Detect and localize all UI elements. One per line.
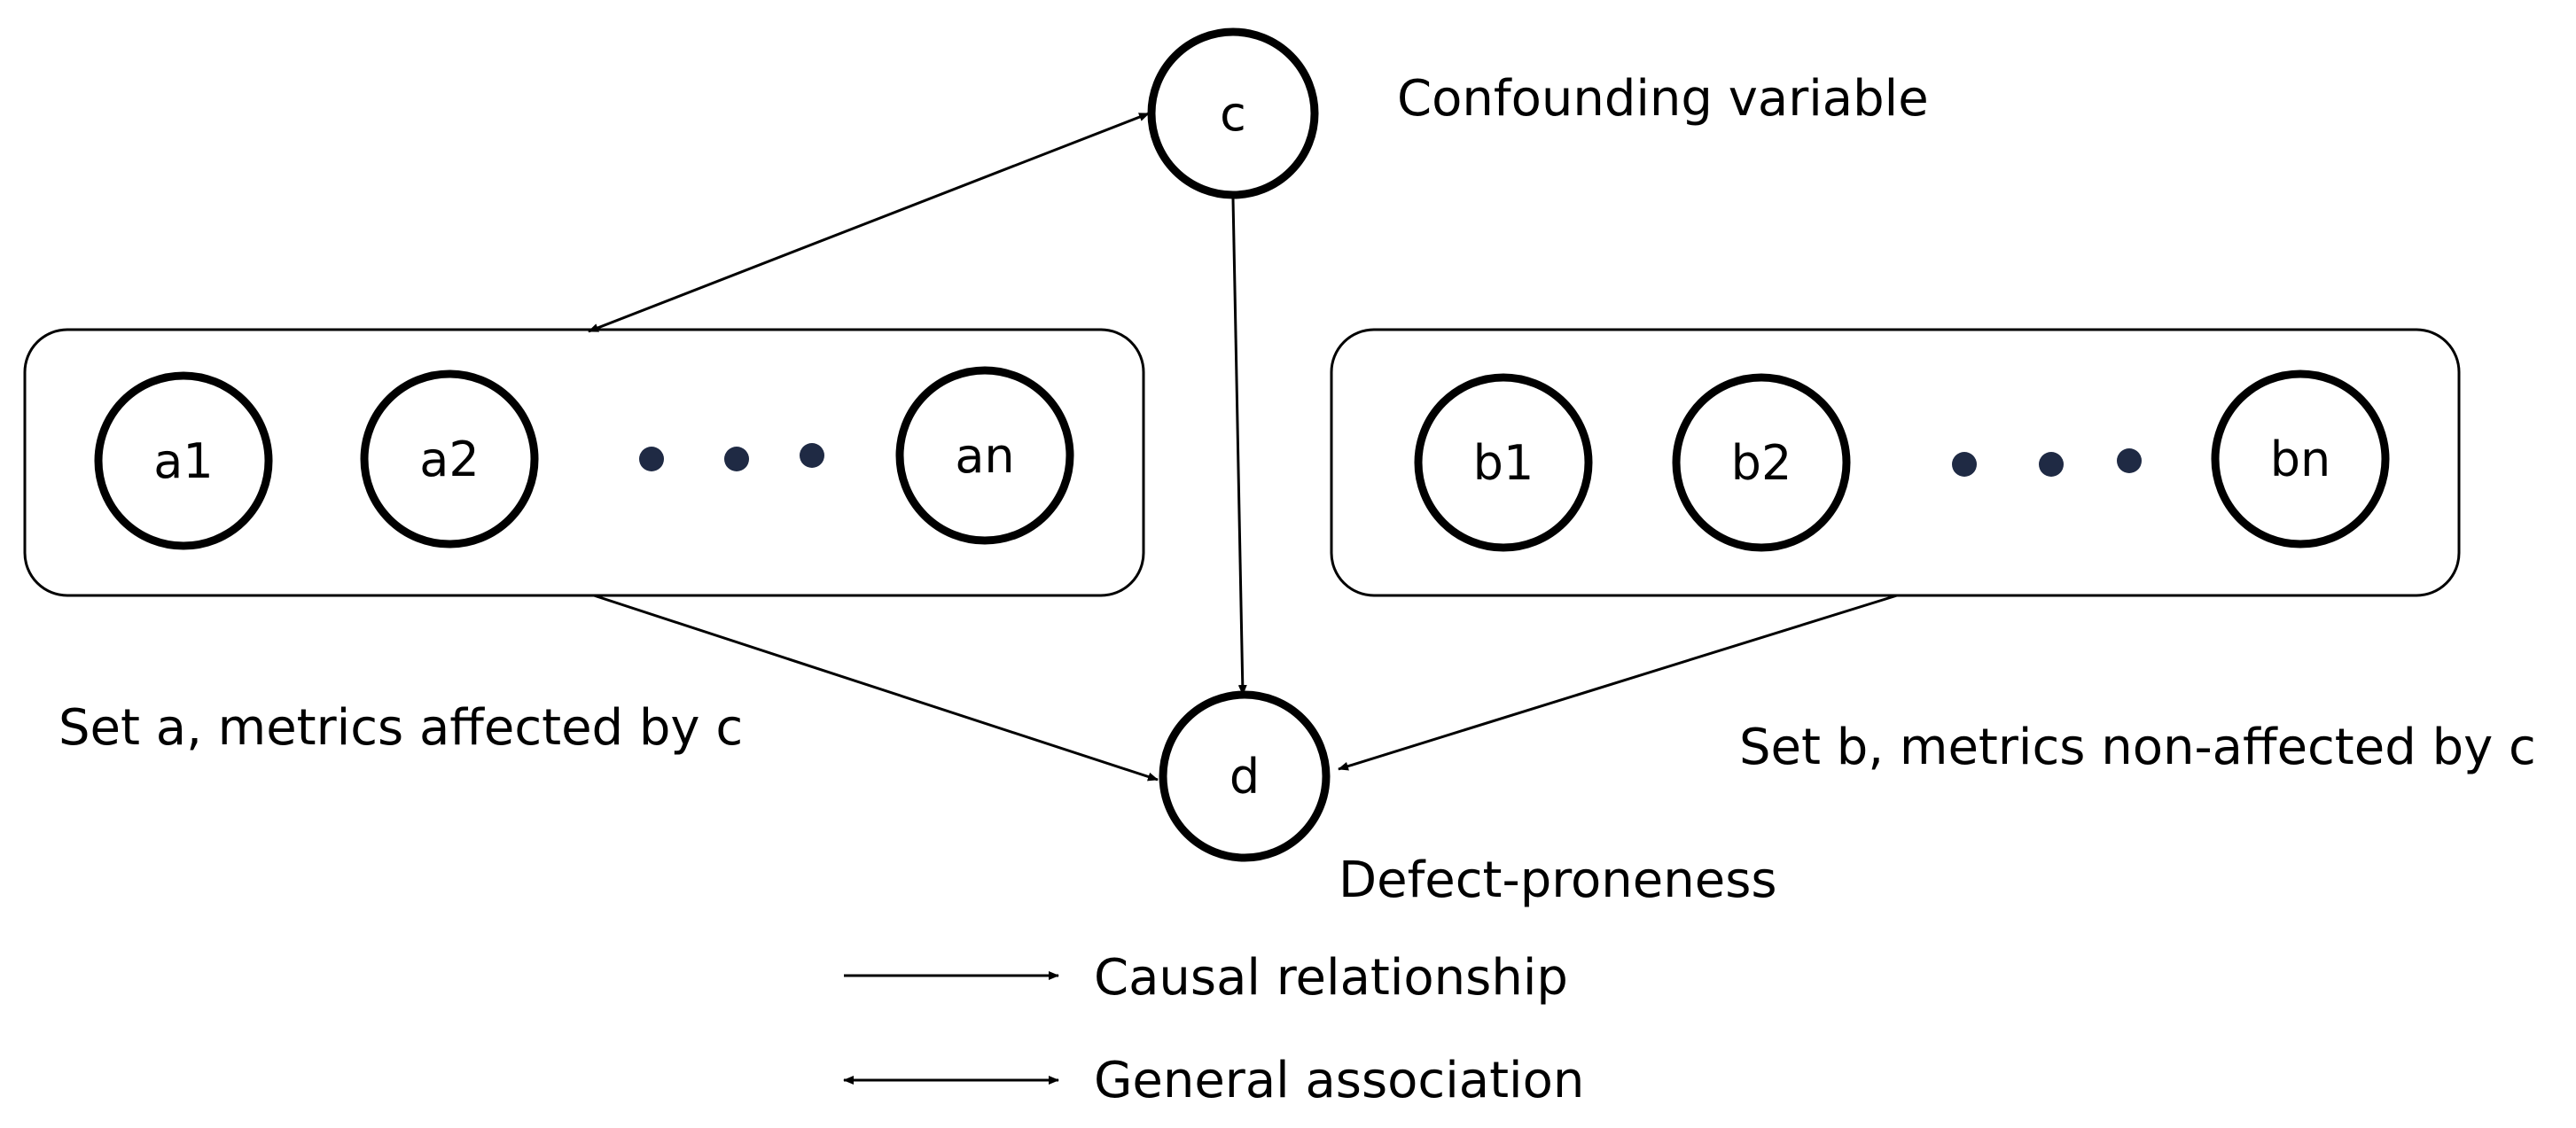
edge-c-d-causal [1231, 198, 1247, 696]
node-d-label: d [1229, 749, 1260, 805]
node-a1-label: a1 [153, 433, 213, 489]
node-c-label: c [1220, 86, 1246, 142]
confounding-variable-caption: Confounding variable [1397, 70, 1929, 128]
set-b-caption: Set b, metrics non-affected by c [1739, 719, 2536, 776]
ellipsis-dot-a-1 [639, 447, 664, 471]
edge-set-a-d-causal [593, 594, 1159, 782]
node-b2-label: b2 [1731, 435, 1792, 491]
set-a-box [23, 328, 1145, 597]
node-an-label: an [955, 428, 1014, 484]
node-c-circle [1147, 27, 1319, 199]
ellipsis-dot-b-2 [2039, 452, 2064, 477]
edge-c-set-a-association [588, 112, 1150, 333]
defect-proneness-caption: Defect-proneness [1339, 852, 1777, 909]
node-d-circle [1159, 690, 1331, 862]
ellipsis-dot-b-3 [2117, 448, 2142, 473]
node-b1-circle [1414, 373, 1593, 552]
node-bn-label: bn [2270, 432, 2331, 487]
node-a2-circle [360, 370, 539, 548]
ellipsis-dot-a-2 [724, 447, 749, 471]
set-a-caption: Set a, metrics affected by c [59, 699, 743, 757]
node-b2-circle [1672, 373, 1851, 552]
ellipsis-dot-a-3 [800, 443, 824, 468]
ellipsis-dot-b-1 [1952, 452, 1977, 477]
node-an-circle [895, 366, 1074, 545]
node-a2-label: a2 [419, 432, 479, 487]
legend-causal-label: Causal relationship [1094, 949, 1568, 1007]
legend-association-label: General association [1094, 1052, 1584, 1109]
node-a1-circle [94, 371, 273, 550]
node-bn-circle [2211, 370, 2390, 548]
edge-set-b-d-causal [1338, 594, 1898, 771]
node-b1-label: b1 [1473, 435, 1534, 491]
